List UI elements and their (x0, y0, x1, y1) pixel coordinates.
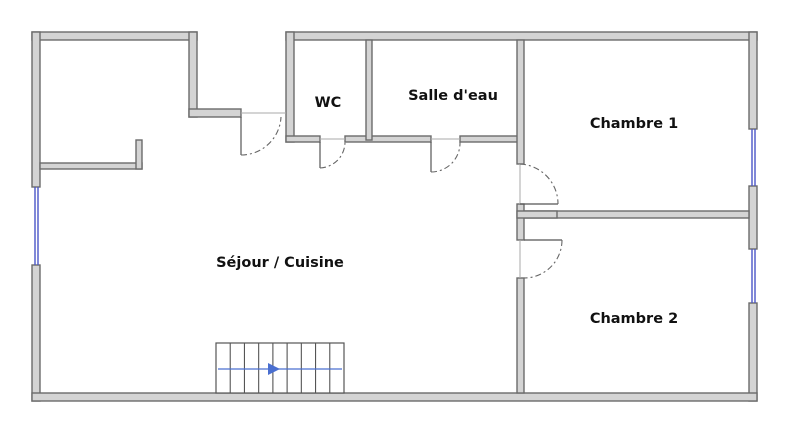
wall-right-middle (748, 185, 758, 250)
wall-chambre-closet-stub (516, 210, 558, 219)
doors (240, 112, 563, 279)
wall-chambres-lower (516, 277, 525, 394)
wall-wc-bottom-mid (344, 135, 432, 143)
room-labels: WC Salle d'eau Chambre 1 Séjour / Cuisin… (216, 88, 678, 327)
door-salle-eau (430, 138, 461, 173)
staircase-steps (229, 343, 331, 393)
wall-sde-bottom-right (459, 135, 521, 143)
room-label-sejour: Séjour / Cuisine (216, 255, 344, 271)
walls (31, 31, 758, 402)
door-chambre2 (519, 239, 563, 279)
wall-wc-left (285, 31, 295, 143)
wall-top-left (31, 31, 198, 41)
wall-right-bottom (748, 302, 758, 402)
room-label-chambre1: Chambre 1 (590, 116, 678, 132)
staircase (215, 342, 345, 394)
wall-chambres-mid (516, 203, 525, 241)
staircase-frame (215, 342, 345, 394)
door-chambre1 (519, 163, 559, 205)
wall-storage-right (135, 139, 143, 170)
wall-left-upper (31, 31, 41, 188)
room-label-wc: WC (315, 95, 342, 111)
wall-left-lower (31, 264, 41, 402)
room-label-chambre2: Chambre 2 (590, 311, 678, 327)
wall-right-top (748, 31, 758, 130)
door-corridor (240, 112, 286, 156)
wall-wc-bottom-left (285, 135, 321, 143)
wall-bottom (31, 392, 758, 402)
wall-wc-sde-divider (365, 39, 373, 141)
wall-top-right (285, 31, 758, 41)
room-label-salle-eau: Salle d'eau (408, 88, 498, 104)
wall-chambre-divider (523, 210, 750, 219)
door-wc (319, 138, 346, 169)
windows (34, 129, 756, 303)
wall-chambres-upper (516, 39, 525, 165)
wall-corridor-ledge (188, 108, 242, 118)
wall-corridor-drop (188, 31, 198, 118)
wall-storage-bottom (39, 162, 143, 170)
staircase-arrow-icon (268, 363, 280, 375)
